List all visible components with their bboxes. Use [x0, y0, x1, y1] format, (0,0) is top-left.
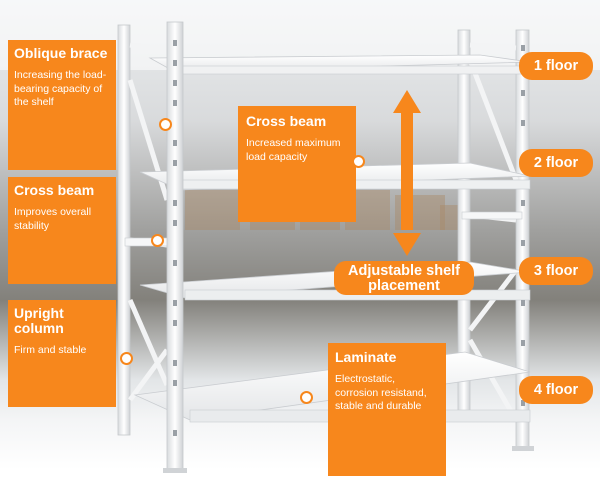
marker-dot-laminate [300, 391, 313, 404]
callout-title: Oblique brace [14, 45, 108, 61]
marker-dot-cross-beam-center [352, 155, 365, 168]
callout-oblique-brace: Oblique brace Increasing the load-bearin… [8, 40, 116, 170]
marker-dot-oblique-brace [159, 118, 172, 131]
floor-label-1: 1 floor [519, 52, 593, 80]
callout-upright-column: Upright column Firm and stable [8, 300, 116, 407]
floor-label-text: 2 floor [533, 155, 579, 171]
callout-desc: Improves overall stability [14, 206, 92, 232]
callout-desc: Increased maximum load capacity [246, 137, 341, 163]
callout-cross-beam-left: Cross beam Improves overall stability [8, 177, 116, 284]
callout-desc: Electrostatic, corrosion resistand, stab… [335, 373, 427, 412]
callout-title: Cross beam [14, 182, 95, 198]
floor-label-text: 4 floor [533, 382, 579, 398]
marker-dot-cross-beam-left [151, 234, 164, 247]
callout-desc: Increasing the load-bearing capacity of … [14, 69, 107, 108]
adjustable-shelf-label: Adjustable shelf placement [334, 261, 474, 295]
floor-label-3: 3 floor [519, 257, 593, 285]
floor-label-text: 1 floor [533, 58, 579, 74]
callout-title: Upright column [14, 305, 64, 336]
callout-desc: Firm and stable [14, 344, 87, 356]
floor-label-4: 4 floor [519, 376, 593, 404]
callout-title: Laminate [335, 349, 397, 365]
floor-label-2: 2 floor [519, 149, 593, 177]
adjustable-arrow-icon [393, 90, 421, 256]
floor-label-text: 3 floor [533, 263, 579, 279]
marker-dot-upright-column [120, 352, 133, 365]
upright-back-left [117, 24, 131, 436]
adjustable-shelf-text: Adjustable shelf placement [348, 263, 460, 294]
callout-cross-beam-center: Cross beam Increased maximum load capaci… [238, 106, 356, 222]
callout-title: Cross beam [246, 113, 327, 129]
callout-laminate: Laminate Electrostatic, corrosion resist… [328, 343, 446, 476]
upright-front-left [166, 21, 184, 473]
